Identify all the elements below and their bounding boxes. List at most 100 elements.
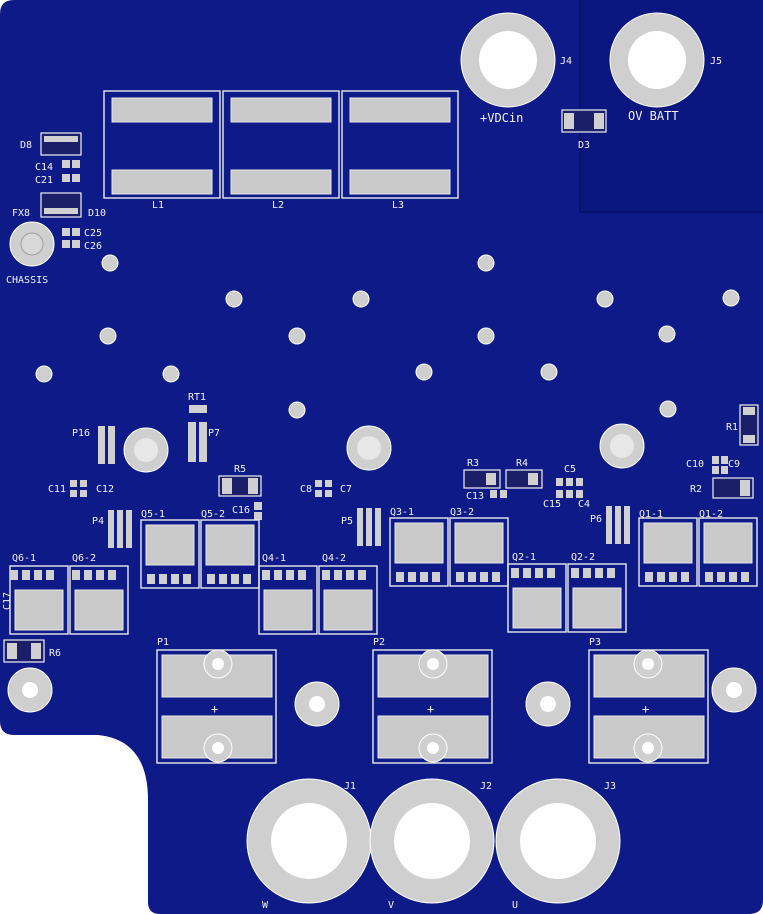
terminal-j5[interactable] <box>609 12 705 108</box>
mosfet-q3-2 <box>449 517 509 587</box>
mosfet-q2-1 <box>507 563 567 633</box>
mount-hole-edge-right[interactable] <box>711 667 757 713</box>
label-r5: R5 <box>234 464 246 475</box>
terminal-j1[interactable] <box>246 778 372 904</box>
mosfet-q6-2 <box>69 565 129 635</box>
label-rt1: RT1 <box>188 392 206 403</box>
mosfet-q4-2 <box>318 565 378 635</box>
diode-d10 <box>40 192 82 218</box>
label-q5-1: Q5-1 <box>141 509 165 520</box>
label-ov-batt: OV BATT <box>628 109 679 123</box>
label-c14: C14 <box>35 162 53 173</box>
mosfet-q3-1 <box>389 517 449 587</box>
resistor-r6 <box>3 639 45 663</box>
label-q2-2: Q2-2 <box>571 552 595 563</box>
label-q4-2: Q4-2 <box>322 553 346 564</box>
mount-hole-center[interactable] <box>346 425 392 471</box>
label-c12: C12 <box>96 484 114 495</box>
label-q4-1: Q4-1 <box>262 553 286 564</box>
label-d10: D10 <box>88 208 106 219</box>
label-q1-1: Q1-1 <box>639 509 663 520</box>
label-c25: C25 <box>84 228 102 239</box>
label-j4: J4 <box>560 56 572 67</box>
label-r1: R1 <box>726 422 738 433</box>
inductor-l3 <box>341 90 459 199</box>
mosfet-q2-2 <box>567 563 627 633</box>
plus-sign-p2: + <box>427 702 434 716</box>
label-j3: J3 <box>604 781 616 792</box>
label-c8: C8 <box>300 484 312 495</box>
label-r3: R3 <box>467 458 479 469</box>
mount-hole-edge-mid-right[interactable] <box>525 681 571 727</box>
mount-hole-left[interactable] <box>123 427 169 473</box>
mosfet-q1-2 <box>698 517 758 587</box>
chassis-mount-hole[interactable] <box>9 221 55 267</box>
label-u: U <box>512 900 518 911</box>
power-pad-p3[interactable] <box>588 649 709 764</box>
label-c9: C9 <box>728 459 740 470</box>
label-c5: C5 <box>564 464 576 475</box>
label-v: V <box>388 900 394 911</box>
mosfet-q6-1 <box>9 565 69 635</box>
mount-hole-edge-mid-left[interactable] <box>294 681 340 727</box>
label-c15: C15 <box>543 499 561 510</box>
mount-hole-right[interactable] <box>599 423 645 469</box>
terminal-j2[interactable] <box>369 778 495 904</box>
vias <box>35 254 740 419</box>
power-pad-p1[interactable] <box>156 649 277 764</box>
label-q6-1: Q6-1 <box>12 553 36 564</box>
label-p2: P2 <box>373 637 385 648</box>
label-d3: D3 <box>578 140 590 151</box>
label-c17: C17 <box>2 592 13 610</box>
plus-sign-p1: + <box>211 702 218 716</box>
label-c21: C21 <box>35 175 53 186</box>
label-c10: C10 <box>686 459 704 470</box>
label-j1: J1 <box>344 781 356 792</box>
mosfet-q4-1 <box>258 565 318 635</box>
label-l2: L2 <box>272 200 284 211</box>
label-c11: C11 <box>48 484 66 495</box>
label-p4: P4 <box>92 516 104 527</box>
label-l1: L1 <box>152 200 164 211</box>
label-c13: C13 <box>466 491 484 502</box>
label-w: W <box>262 900 269 911</box>
label-r6: R6 <box>49 648 61 659</box>
mosfet-q5-1 <box>140 519 200 589</box>
diode-d3 <box>561 109 607 133</box>
power-pad-p2[interactable] <box>372 649 493 764</box>
label-p6: P6 <box>590 514 602 525</box>
label-j5: J5 <box>710 56 722 67</box>
label-c26: C26 <box>84 241 102 252</box>
inductor-l1 <box>103 90 221 199</box>
label-q2-1: Q2-1 <box>512 552 536 563</box>
label-vdc-in: +VDCin <box>480 111 523 125</box>
label-fx8: FX8 <box>12 208 30 219</box>
label-q3-2: Q3-2 <box>450 507 474 518</box>
plus-sign-p3: + <box>642 702 649 716</box>
label-d8: D8 <box>20 140 32 151</box>
label-q1-2: Q1-2 <box>699 509 723 520</box>
label-r4: R4 <box>516 458 528 469</box>
terminal-j3[interactable] <box>495 778 621 904</box>
inductor-l2 <box>222 90 340 199</box>
diode-d8 <box>40 132 82 156</box>
mosfet-q1-1 <box>638 517 698 587</box>
label-l3: L3 <box>392 200 404 211</box>
terminal-j4[interactable] <box>460 12 556 108</box>
label-j2: J2 <box>480 781 492 792</box>
label-p16: P16 <box>72 428 90 439</box>
label-c4: C4 <box>578 499 590 510</box>
label-p1: P1 <box>157 637 169 648</box>
mosfet-q5-2 <box>200 519 260 589</box>
label-q5-2: Q5-2 <box>201 509 225 520</box>
label-c16: C16 <box>232 505 250 516</box>
label-q3-1: Q3-1 <box>390 507 414 518</box>
label-chassis: CHASSIS <box>6 275 48 286</box>
mount-hole-edge-left[interactable] <box>7 667 53 713</box>
label-p5: P5 <box>341 516 353 527</box>
label-q6-2: Q6-2 <box>72 553 96 564</box>
label-r2: R2 <box>690 484 702 495</box>
label-c7: C7 <box>340 484 352 495</box>
label-p7: P7 <box>208 428 220 439</box>
